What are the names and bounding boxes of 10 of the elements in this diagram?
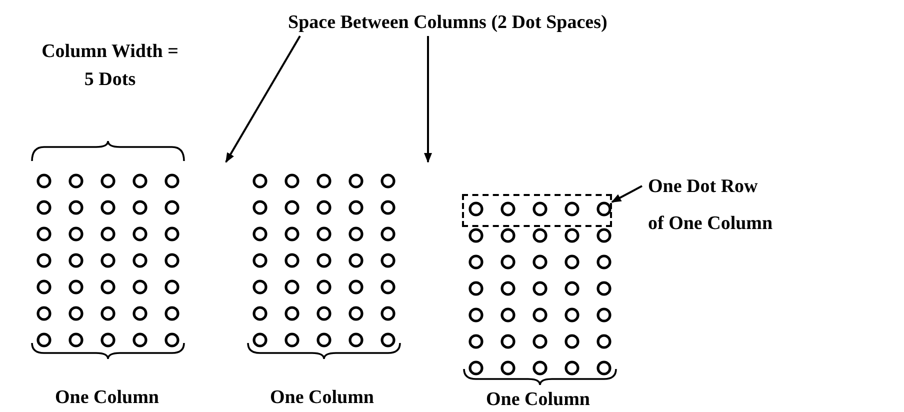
arrow [611,185,642,203]
arrow [225,36,301,163]
dashed-outline [462,194,612,227]
label: One Column [485,388,591,412]
label: Column Width = 5 Dots [40,40,180,92]
label: One Column [54,386,160,410]
callout-text: Space Between Columns (2 Dot Spaces) [288,4,638,41]
arrow [424,36,432,163]
label: One Column [269,386,375,410]
callout-text: One Dot Row of One Column [648,168,778,242]
